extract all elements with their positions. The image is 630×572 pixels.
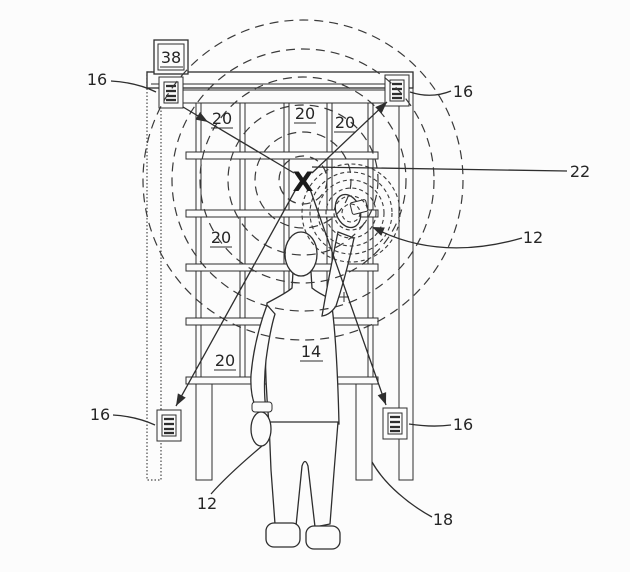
signal-ring bbox=[171, 48, 435, 312]
worker-legs bbox=[268, 421, 339, 528]
label-18: 18 bbox=[433, 510, 453, 529]
label-16-bottom-right: 16 bbox=[453, 415, 473, 434]
tag-signal-ring bbox=[301, 163, 401, 263]
line-x-to-sensor-bl bbox=[175, 188, 297, 407]
line-x-to-sensor-tr bbox=[311, 101, 388, 174]
triangulation-lines bbox=[175, 101, 388, 407]
leader-16-top-left bbox=[110, 80, 157, 93]
arrowhead bbox=[372, 227, 385, 236]
label-14-worker: 14 bbox=[301, 342, 321, 361]
worker-left-shoe bbox=[265, 522, 301, 548]
x-location-mark: X bbox=[293, 167, 314, 198]
label-12-right: 12 bbox=[523, 228, 543, 247]
signal-circles-tag bbox=[301, 163, 401, 263]
leader-12-bottom bbox=[210, 445, 263, 495]
sensor-grille bbox=[161, 414, 177, 437]
rf-sensor-top-left bbox=[158, 76, 184, 109]
shelf-board-1 bbox=[185, 151, 379, 160]
worker-head bbox=[284, 231, 318, 277]
label-12-bottom: 12 bbox=[197, 494, 217, 513]
leader-16-top-right bbox=[409, 90, 452, 96]
label-20-row1-col4: 20 bbox=[335, 113, 355, 132]
tag-signal-ring bbox=[317, 179, 385, 247]
shelf-board-3 bbox=[185, 263, 379, 272]
tag-signal-ring bbox=[325, 187, 377, 239]
glove-cuff bbox=[251, 401, 273, 413]
label-20-row5-col1: 20 bbox=[215, 351, 235, 370]
reference-labels: 38 16 16 16 16 20 20 20 20 20 22 12 12 1… bbox=[87, 48, 590, 529]
sensor-grille bbox=[387, 412, 403, 435]
leader-16-bottom-right bbox=[408, 423, 452, 427]
label-20-row1-col3: 20 bbox=[295, 104, 315, 123]
leader-lines bbox=[110, 80, 568, 518]
line-x-to-sensor-br bbox=[309, 188, 387, 406]
label-16-bottom-left: 16 bbox=[90, 405, 110, 424]
left-leg bbox=[195, 383, 213, 481]
rf-sensor-bottom-right bbox=[382, 407, 408, 440]
label-16-top-right: 16 bbox=[453, 82, 473, 101]
signal-ring bbox=[227, 104, 379, 256]
controller-box bbox=[153, 39, 189, 75]
signal-ring bbox=[199, 76, 407, 284]
right-leg bbox=[355, 383, 373, 481]
leader-16-bottom-left bbox=[112, 414, 156, 426]
label-20-row3-col1: 20 bbox=[211, 228, 231, 247]
grid-vertical-1 bbox=[195, 102, 202, 378]
label-controller-38: 38 bbox=[161, 48, 181, 67]
leader-18 bbox=[371, 461, 433, 518]
tag-signal-ring bbox=[341, 203, 361, 223]
arrowhead bbox=[176, 393, 186, 406]
controller-inner bbox=[157, 43, 185, 71]
leader-22 bbox=[311, 166, 568, 172]
sensor-grille bbox=[163, 81, 179, 104]
signal-ring bbox=[142, 19, 464, 341]
label-22: 22 bbox=[570, 162, 590, 181]
arrowhead bbox=[375, 102, 387, 114]
label-16-top-left: 16 bbox=[87, 70, 107, 89]
tag-signal-ring bbox=[333, 195, 369, 231]
worker-figure bbox=[250, 193, 369, 550]
rf-sensor-bottom-left bbox=[156, 409, 182, 442]
worker-raised-arm bbox=[321, 231, 355, 317]
arrowhead bbox=[377, 392, 387, 405]
rf-sensor-top-right bbox=[384, 74, 410, 107]
label-20-row1-col1: 20 bbox=[212, 109, 232, 128]
arrowhead bbox=[195, 111, 208, 122]
sensor-grille bbox=[389, 79, 405, 102]
worker-glove bbox=[250, 411, 272, 447]
worker-right-shoe bbox=[305, 525, 341, 550]
tag-signal-ring bbox=[309, 171, 393, 255]
leader-12-right bbox=[373, 227, 523, 249]
